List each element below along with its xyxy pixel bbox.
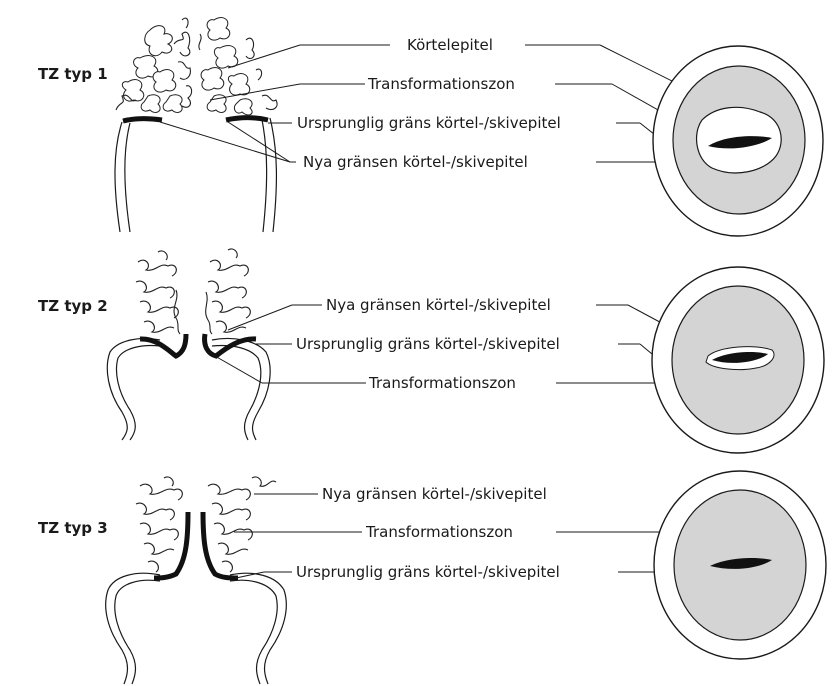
label-kortelepitel-typ1: Körtelepitel [407, 36, 493, 54]
glandular-fronds-left-typ1 [116, 18, 192, 112]
label-ursprunglig-grans-typ3: Ursprunglig gräns körtel-/skivepitel [296, 563, 560, 581]
original-border-left-typ1 [123, 119, 162, 121]
glandular-fronds-typ2 [136, 249, 250, 334]
row-title-typ1: TZ typ 1 [38, 65, 108, 83]
cervix-view-typ1 [653, 46, 823, 236]
transformation-right-typ2 [205, 334, 256, 356]
canal-sketch-typ1 [115, 18, 277, 232]
label-nya-gransen-typ1: Nya gränsen körtel-/skivepitel [303, 153, 528, 171]
label-transformationszon-typ1: Transformationszon [367, 75, 515, 93]
row-title-typ3: TZ typ 3 [38, 519, 108, 537]
cervix-view-typ2 [652, 267, 824, 453]
cervix-view-typ3 [654, 471, 826, 659]
canal-sketch-typ2 [107, 249, 270, 440]
label-transformationszon-typ2: Transformationszon [368, 374, 516, 392]
label-transformationszon-typ3: Transformationszon [365, 523, 513, 541]
row-title-typ2: TZ typ 2 [38, 297, 108, 315]
transformation-left-typ3 [154, 512, 188, 578]
label-nya-gransen-typ3: Nya gränsen körtel-/skivepitel [322, 485, 547, 503]
canal-sketch-typ3 [106, 477, 287, 684]
label-ursprunglig-grans-typ1: Ursprunglig gräns körtel-/skivepitel [297, 114, 561, 132]
label-nya-gransen-typ2: Nya gränsen körtel-/skivepitel [326, 296, 551, 314]
original-border-right-typ1 [226, 118, 268, 120]
label-ursprunglig-grans-typ2: Ursprunglig gräns körtel-/skivepitel [296, 335, 560, 353]
